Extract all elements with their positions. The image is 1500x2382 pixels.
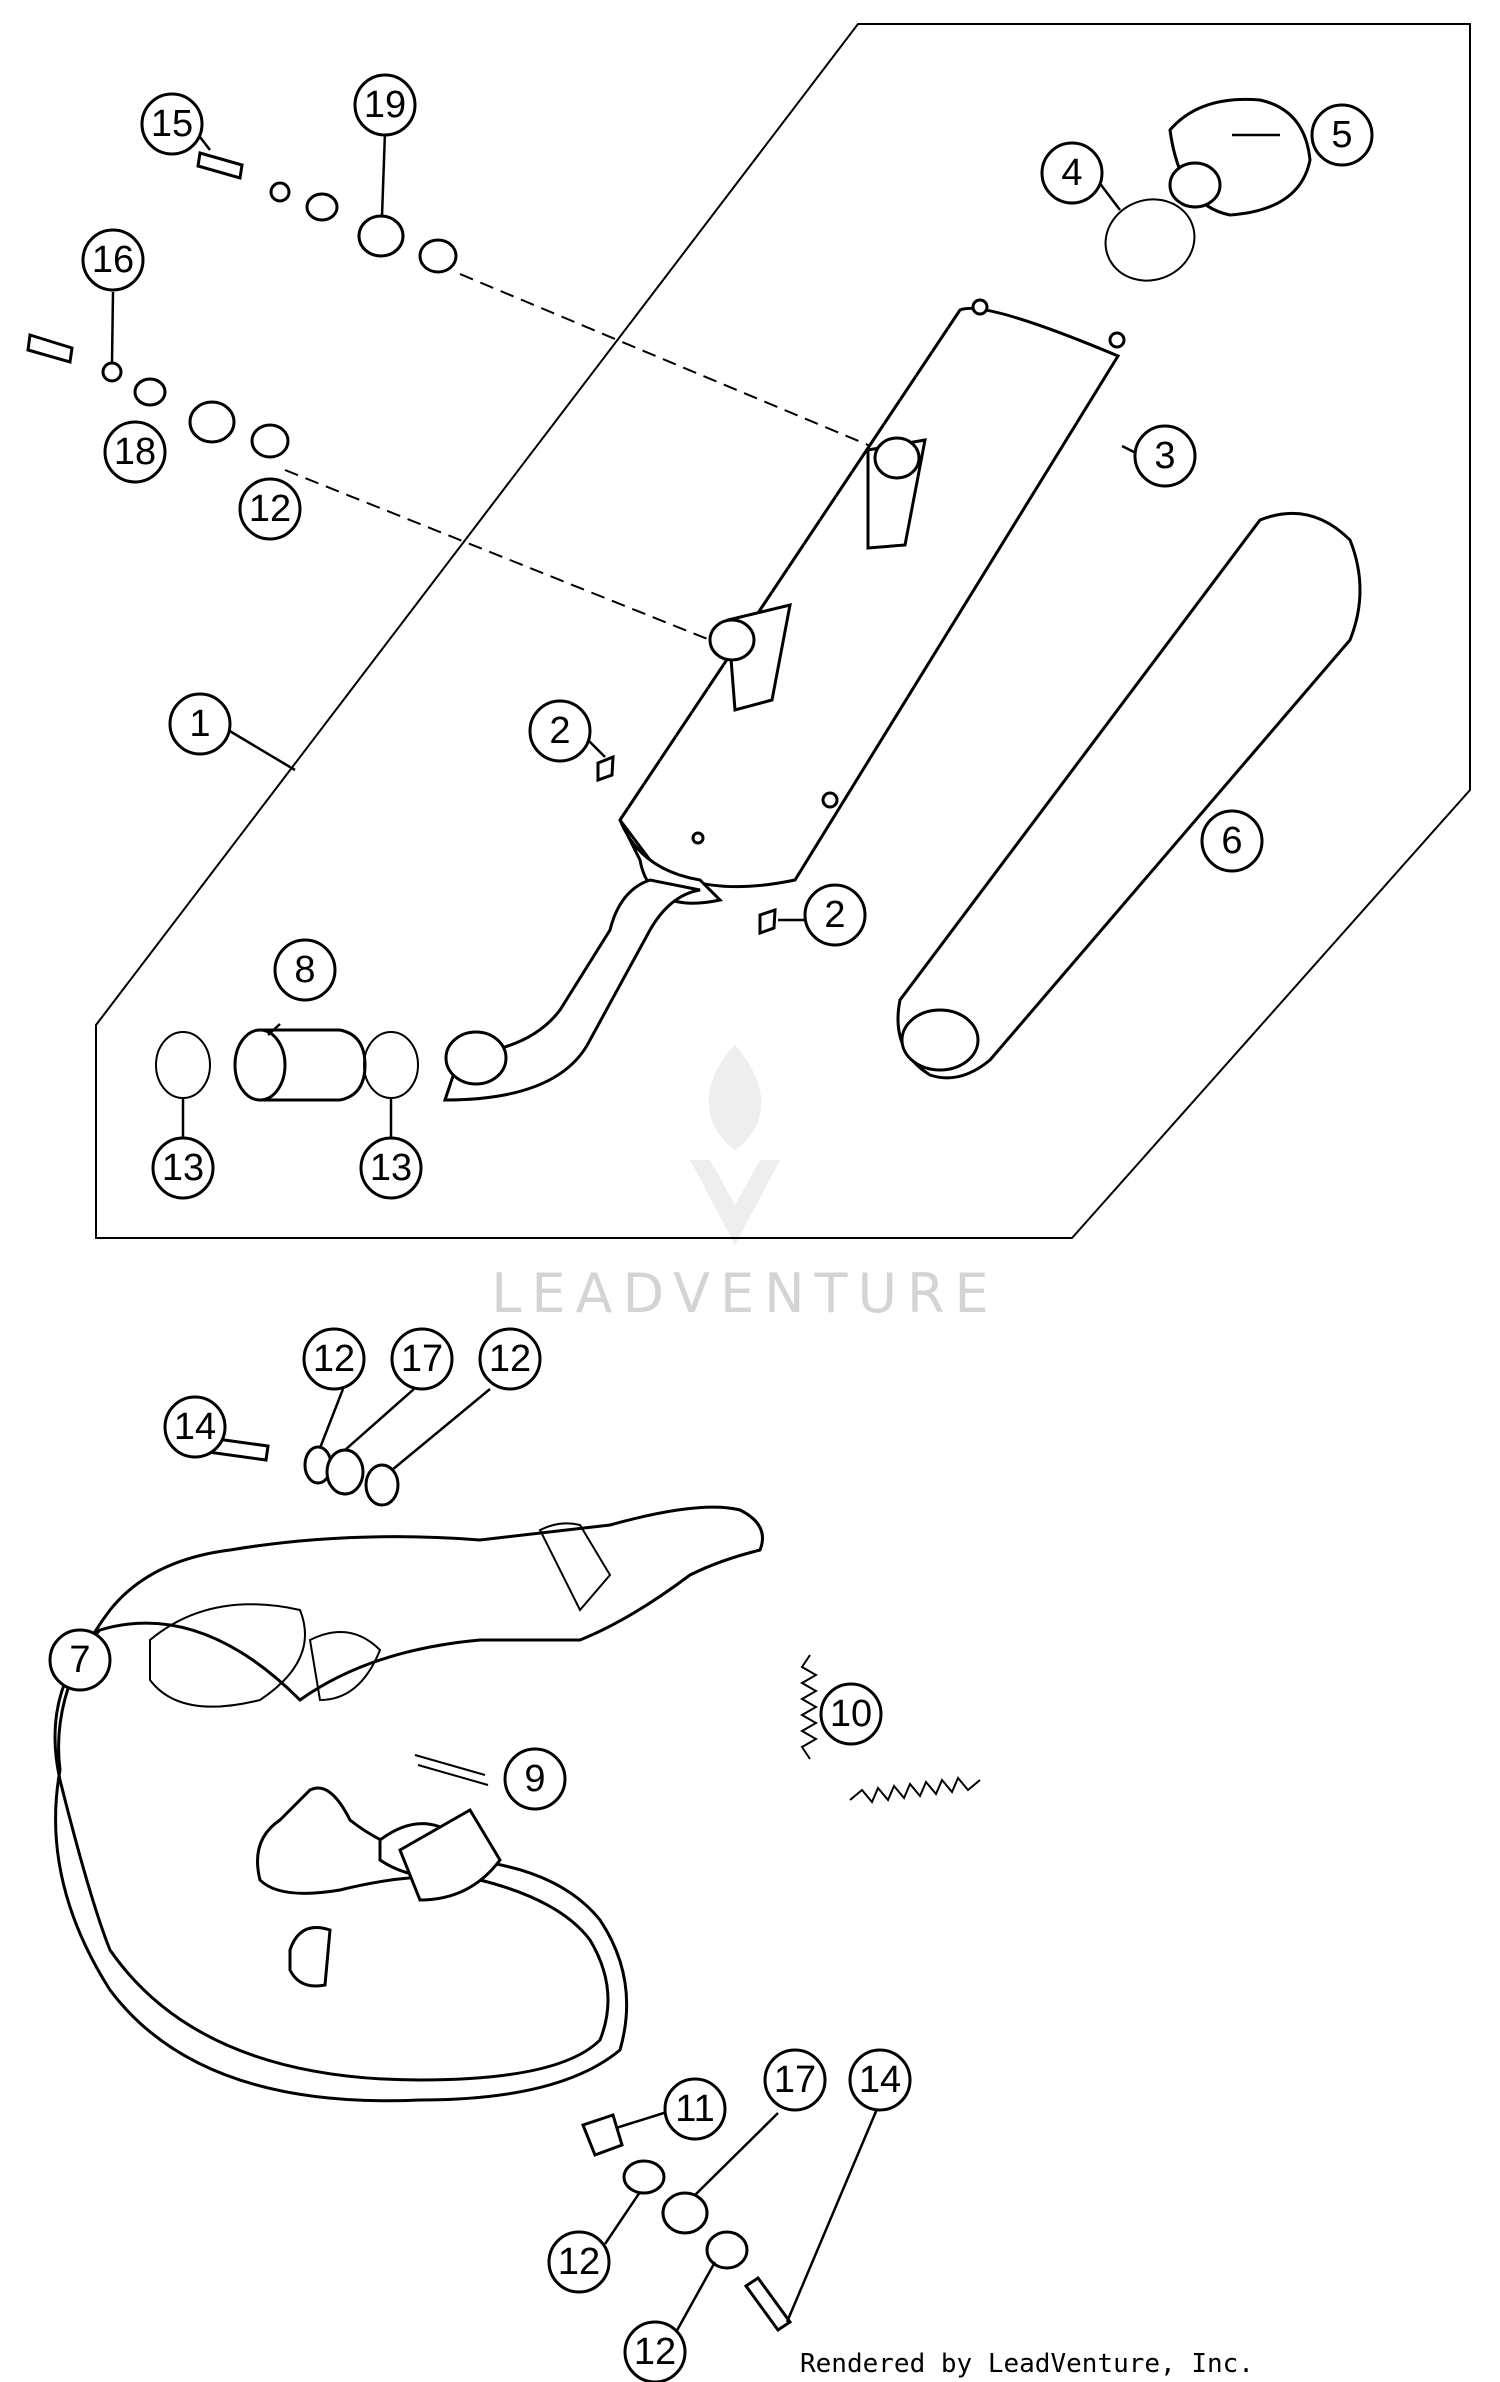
exhaust-spring-right — [849, 1776, 981, 1804]
watermark-logo — [690, 1045, 780, 1245]
washer-pipe-upper-right — [364, 1463, 400, 1507]
rubber-grommet-lower — [188, 400, 236, 444]
callout-14-upper: 14 — [163, 1395, 227, 1459]
seal-ring-right — [363, 1031, 419, 1099]
callout-8: 8 — [273, 938, 337, 1002]
callout-2-lower: 2 — [803, 883, 867, 947]
rivet-top — [1108, 331, 1126, 349]
callout-13-left: 13 — [151, 1136, 215, 1200]
svg-text:9: 9 — [524, 1758, 545, 1800]
callout-12-upper-left: 12 — [238, 477, 302, 541]
callout-14-lower: 14 — [848, 2048, 912, 2112]
svg-text:2: 2 — [824, 894, 845, 936]
svg-text:4: 4 — [1061, 152, 1082, 194]
callout-13-right: 13 — [359, 1136, 423, 1200]
svg-text:12: 12 — [558, 2241, 600, 2283]
callout-19: 19 — [353, 73, 417, 137]
washer-upper — [269, 181, 291, 203]
washer-spacer-lower — [250, 423, 290, 459]
callout-3: 3 — [1133, 424, 1197, 488]
svg-text:19: 19 — [364, 84, 406, 126]
callout-12-lower-bottom: 12 — [623, 2320, 687, 2382]
bushing-lower — [133, 377, 167, 407]
svg-text:14: 14 — [859, 2059, 901, 2101]
callout-9: 9 — [503, 1747, 567, 1811]
silencer-group-outline — [95, 23, 1471, 1239]
bolt-lower — [26, 333, 74, 364]
screw-lower — [758, 907, 777, 936]
callout-1: 1 — [168, 692, 232, 756]
washer-lower — [101, 361, 123, 383]
rubber-grommet-upper — [357, 214, 405, 258]
svg-text:7: 7 — [69, 1639, 90, 1681]
bushing-upper — [305, 192, 339, 222]
svg-text:6: 6 — [1221, 820, 1242, 862]
o-ring — [1104, 198, 1196, 282]
silencer-packing — [896, 511, 1362, 1080]
washer-pipe-lower-left — [622, 2159, 666, 2195]
svg-text:13: 13 — [370, 1147, 412, 1189]
grommet-pipe-lower — [661, 2191, 709, 2235]
svg-text:12: 12 — [634, 2331, 676, 2373]
svg-text:8: 8 — [294, 949, 315, 991]
svg-text:18: 18 — [114, 431, 156, 473]
svg-text:12: 12 — [249, 488, 291, 530]
coupling-sleeve — [233, 1028, 367, 1102]
callout-15: 15 — [140, 92, 204, 156]
svg-text:16: 16 — [92, 239, 134, 281]
svg-text:15: 15 — [151, 103, 193, 145]
grommet-pipe-upper — [325, 1448, 365, 1496]
clip-nut — [581, 2113, 624, 2157]
callout-5: 5 — [1310, 103, 1374, 167]
screw-upper — [596, 754, 615, 783]
alignment-line-lower — [284, 469, 711, 641]
svg-text:1: 1 — [189, 703, 210, 745]
washer-spacer-upper — [418, 238, 458, 274]
svg-text:13: 13 — [162, 1147, 204, 1189]
svg-text:12: 12 — [313, 1338, 355, 1380]
callout-12-pipe-right: 12 — [478, 1327, 542, 1391]
callout-2-upper: 2 — [528, 699, 592, 763]
seal-ring-left — [155, 1031, 211, 1099]
callout-6: 6 — [1200, 809, 1264, 873]
callout-12-lower-left: 12 — [547, 2230, 611, 2294]
callout-17-upper: 17 — [390, 1327, 454, 1391]
svg-text:14: 14 — [174, 1406, 216, 1448]
exhaust-pipe — [53, 1505, 764, 2103]
callout-4: 4 — [1040, 141, 1104, 205]
callout-17-lower: 17 — [763, 2048, 827, 2112]
callout-10: 10 — [819, 1682, 883, 1746]
exhaust-o-ring — [414, 1754, 489, 1786]
rivet-nut — [971, 298, 989, 316]
callout-18: 18 — [103, 420, 167, 484]
exhaust-spring-left — [799, 1654, 819, 1760]
bolt-pipe-lower — [743, 2275, 793, 2333]
svg-text:3: 3 — [1154, 435, 1175, 477]
render-credit: Rendered by LeadVenture, Inc. — [800, 2349, 1254, 2379]
end-cap — [1168, 97, 1312, 217]
callout-7: 7 — [48, 1628, 112, 1692]
svg-text:17: 17 — [774, 2059, 816, 2101]
svg-text:5: 5 — [1331, 114, 1352, 156]
bolt-upper — [196, 151, 244, 180]
svg-text:2: 2 — [549, 710, 570, 752]
svg-text:10: 10 — [830, 1693, 872, 1735]
callout-11: 11 — [663, 2077, 727, 2141]
svg-text:17: 17 — [401, 1338, 443, 1380]
watermark-text: LEADVENTURE — [491, 1262, 998, 1325]
svg-text:11: 11 — [675, 2088, 714, 2130]
svg-text:12: 12 — [489, 1338, 531, 1380]
alignment-line-upper — [459, 273, 881, 451]
washer-pipe-lower-right — [705, 2230, 749, 2270]
callout-16: 16 — [81, 228, 145, 292]
silencer-body — [442, 306, 1121, 1102]
callout-12-pipe-left: 12 — [302, 1327, 366, 1391]
